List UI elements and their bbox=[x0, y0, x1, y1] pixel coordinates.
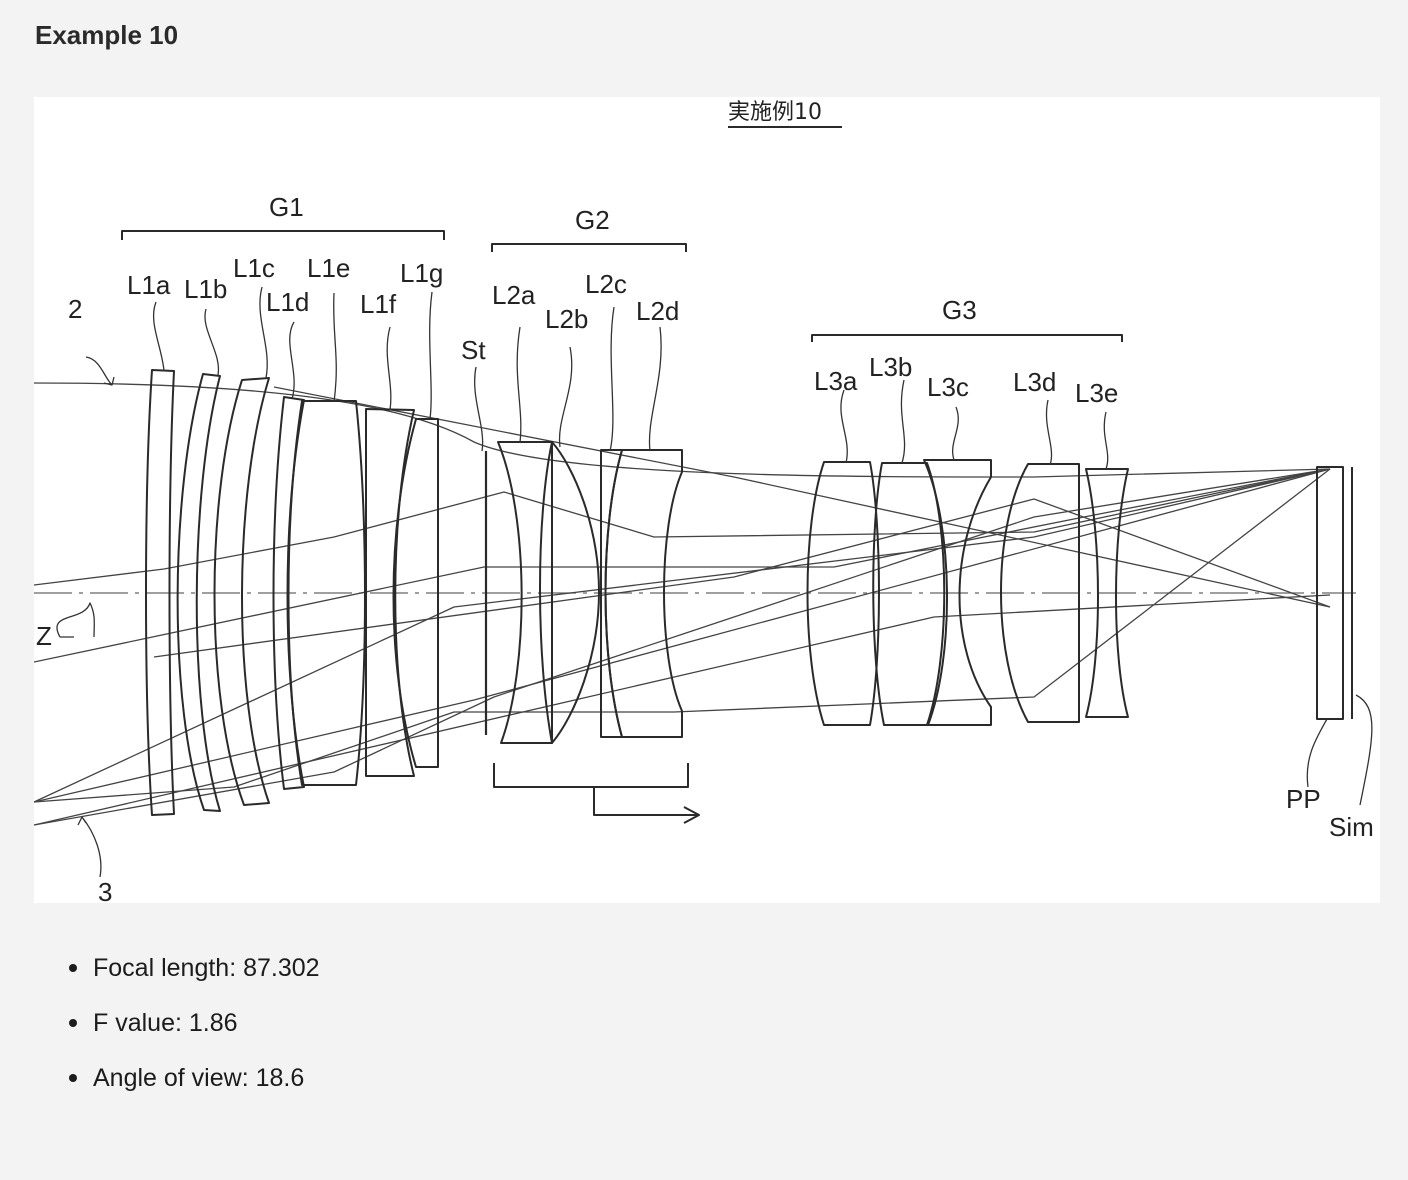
label-l2b: L2b bbox=[545, 304, 588, 334]
label-l1e: L1e bbox=[307, 253, 350, 283]
label-l1g: L1g bbox=[400, 258, 443, 288]
label-ray-2: 2 bbox=[68, 294, 82, 324]
page-heading: Example 10 bbox=[35, 20, 178, 51]
label-l3e: L3e bbox=[1075, 378, 1118, 408]
g3-bracket bbox=[812, 335, 1122, 342]
leader-lines bbox=[57, 287, 1372, 877]
g2-move-arrow bbox=[594, 787, 699, 823]
g2-bracket bbox=[492, 244, 686, 252]
label-l2d: L2d bbox=[636, 296, 679, 326]
label-l1a: L1a bbox=[127, 270, 171, 300]
label-l2c: L2c bbox=[585, 269, 627, 299]
label-pp: PP bbox=[1286, 784, 1321, 814]
spec-focal-length: Focal length: 87.302 bbox=[65, 950, 320, 1005]
label-l1f: L1f bbox=[360, 289, 397, 319]
label-l1b: L1b bbox=[184, 274, 227, 304]
label-g3: G3 bbox=[942, 295, 977, 325]
label-l3c: L3c bbox=[927, 372, 969, 402]
label-l2a: L2a bbox=[492, 280, 536, 310]
label-st: St bbox=[461, 335, 486, 365]
g1-bracket bbox=[122, 231, 444, 240]
label-ray-3: 3 bbox=[98, 877, 112, 903]
spec-f-value: F value: 1.86 bbox=[65, 1005, 320, 1060]
label-sim: Sim bbox=[1329, 812, 1374, 842]
spec-angle-of-view: Angle of view: 18.6 bbox=[65, 1060, 320, 1115]
label-g2: G2 bbox=[575, 205, 610, 235]
label-l1d: L1d bbox=[266, 287, 309, 317]
diagram-labels: G1 G2 G3 L1a L1b L1c L1d L1e L1f L1g St … bbox=[36, 192, 1374, 903]
spec-list: Focal length: 87.302 F value: 1.86 Angle… bbox=[65, 950, 320, 1115]
lens-diagram-figure: 実施例10 bbox=[34, 97, 1380, 903]
diagram-title: 実施例10 bbox=[728, 100, 822, 125]
label-l3d: L3d bbox=[1013, 367, 1056, 397]
label-l1c: L1c bbox=[233, 253, 275, 283]
label-l3a: L3a bbox=[814, 366, 858, 396]
lens-diagram: 実施例10 bbox=[34, 97, 1380, 903]
label-l3b: L3b bbox=[869, 352, 912, 382]
g2-move-bracket bbox=[494, 763, 688, 787]
label-g1: G1 bbox=[269, 192, 304, 222]
label-axis-z: Z bbox=[36, 621, 52, 651]
